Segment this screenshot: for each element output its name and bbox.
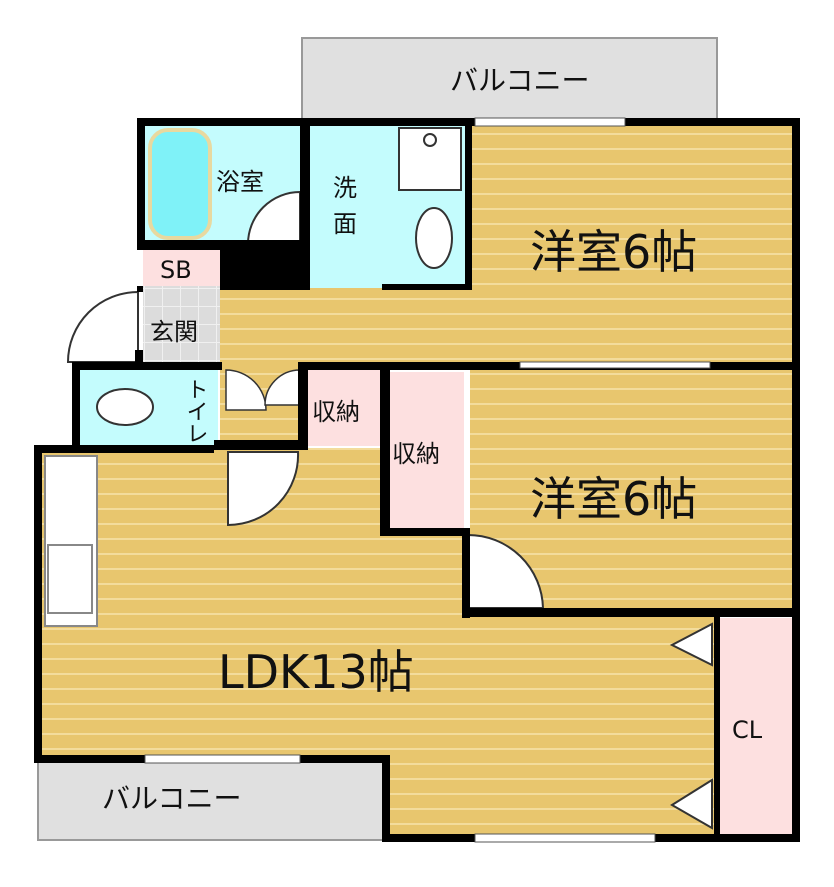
kitchen-sink <box>47 544 93 614</box>
storage-1-label: 収納 <box>312 398 360 426</box>
wash-basin <box>415 207 453 269</box>
western-room-2-label: 洋室6帖 <box>530 472 697 526</box>
shoe-box-label: SB <box>160 256 192 284</box>
storage-1 <box>308 370 380 446</box>
window-ldk-bottom <box>474 833 656 843</box>
door-swing-room2 <box>467 533 545 609</box>
hallway-floor <box>220 288 470 366</box>
balcony-bottom-label: バルコニー <box>102 782 241 815</box>
door-swing-storage <box>264 369 301 406</box>
toilet-bowl <box>96 388 154 426</box>
door-closet-1 <box>669 622 713 667</box>
window-room1 <box>474 117 626 127</box>
balcony-top <box>301 37 718 123</box>
entrance-label: 玄関 <box>150 318 198 346</box>
door-swing-toilet <box>225 369 267 411</box>
window-ldk-balcony <box>144 754 301 764</box>
shoe-box <box>143 250 220 286</box>
toilet-label: トイレ <box>183 378 208 444</box>
storage-2 <box>388 372 464 530</box>
washing-machine-pan <box>398 127 462 191</box>
door-swing-entrance <box>66 290 139 363</box>
ldk-label: LDK13帖 <box>218 645 414 699</box>
closet <box>720 618 794 836</box>
sliding-door-rooms <box>519 361 711 369</box>
door-swing-ldk <box>227 451 300 527</box>
drain-icon <box>423 133 437 147</box>
closet-label: CL <box>732 716 763 744</box>
bathtub <box>148 128 212 240</box>
balcony-top-label: バルコニー <box>450 64 589 97</box>
western-room-1-label: 洋室6帖 <box>530 225 697 279</box>
washroom-label-2: 面 <box>333 210 357 238</box>
bath-label: 浴室 <box>216 168 264 196</box>
door-closet-2 <box>670 778 713 830</box>
western-room-1-floor <box>470 122 796 367</box>
washroom-label-1: 洗 <box>333 174 357 202</box>
storage-2-label: 収納 <box>392 440 440 468</box>
ldk-floor <box>40 448 718 838</box>
balcony-bottom <box>37 759 386 841</box>
entrance-tiles <box>143 286 220 364</box>
